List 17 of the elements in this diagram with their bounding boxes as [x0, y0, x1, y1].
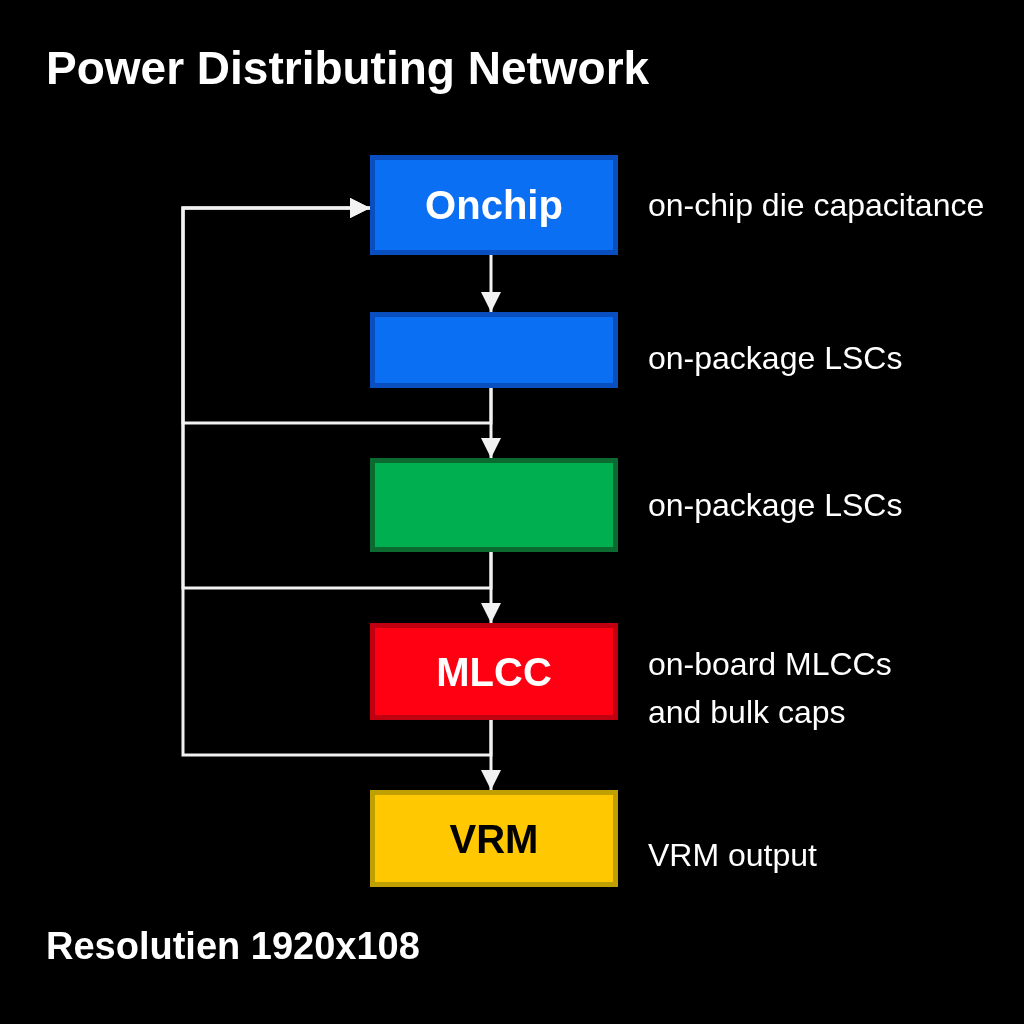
note-text: Resolutien 1920x108: [46, 924, 420, 969]
process-box: [370, 790, 618, 887]
process-box: [370, 312, 618, 388]
caption-text: VRM output: [648, 836, 818, 875]
box-label: Onchip: [425, 182, 563, 229]
box-label: VRM: [449, 815, 539, 863]
caption-text: on-package LSCs: [648, 339, 904, 378]
arrow: [481, 255, 501, 312]
caption-text: on-chip die capacitance: [648, 186, 986, 225]
process-box: [370, 623, 618, 720]
caption-text: on-package LSCs: [648, 486, 904, 525]
process-box: [370, 155, 618, 255]
process-box: [370, 458, 618, 552]
arrow: [181, 198, 493, 757]
box-label: MLCC: [436, 648, 552, 696]
caption-text: on-board MLCCs and bulk caps: [648, 645, 893, 732]
title: Power Distributing Network: [46, 41, 650, 96]
